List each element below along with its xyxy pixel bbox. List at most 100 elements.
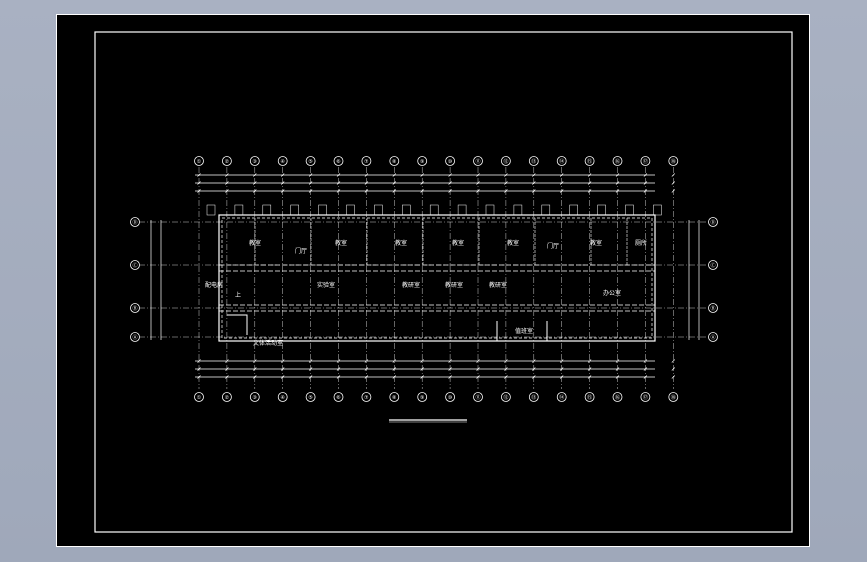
dim-tick (587, 173, 592, 177)
axis-bubble (668, 156, 679, 166)
dim-tick (225, 181, 229, 185)
axis-label: ⑮ (587, 158, 592, 165)
dim-tick (587, 375, 592, 379)
axis-bubble (389, 392, 400, 402)
dim-tick (448, 173, 452, 177)
dim-tick (420, 189, 424, 193)
room-labels: 教室 门厅 教室 教室 教室 教室 门厅 教室 厕所 配电房 上 实验室 教研室… (205, 239, 647, 347)
dim-tick (336, 173, 341, 177)
dim-tick (253, 375, 257, 379)
dim-tick (671, 189, 676, 193)
room-lab-d: 教研室 (489, 281, 507, 289)
dim-tick (615, 359, 620, 363)
room-classroom-1: 教室 (249, 239, 261, 247)
dim-tick (280, 375, 285, 379)
axis-label: ② (225, 159, 230, 165)
building-plan (150, 174, 700, 378)
room-office: 办公室 (603, 289, 621, 297)
axis-bubble (584, 156, 595, 166)
room-toilet: 厕所 (635, 239, 647, 247)
dim-tick (420, 173, 424, 177)
dim-tick (336, 367, 341, 371)
axis-label: ① (197, 395, 202, 401)
dim-tick (308, 181, 313, 185)
axis-label: Ⓒ (132, 262, 137, 269)
dim-tick (197, 367, 201, 371)
dim-tick (336, 181, 341, 185)
dim-tick (197, 359, 201, 363)
dim-tick (308, 375, 313, 379)
window-mark (206, 204, 216, 216)
dim-tick (587, 367, 592, 371)
room-duty: 值班室 (515, 327, 533, 335)
axis-label: ⑩ (448, 159, 453, 165)
dim-tick (559, 367, 564, 371)
axis-label: ⑫ (503, 158, 508, 165)
axis-bubble (221, 156, 232, 166)
room-classroom-3: 教室 (395, 239, 407, 247)
dim-tick (504, 367, 508, 371)
dim-tick (587, 181, 592, 185)
room-culture: 文体活动室 (253, 339, 283, 347)
axis-bubble (130, 303, 140, 313)
axis-bubble (130, 260, 140, 270)
axis-bubble (500, 156, 511, 166)
dim-tick (532, 367, 536, 371)
axis-label: ⑥ (336, 395, 341, 401)
axis-bubble (249, 392, 260, 402)
window-mark (457, 204, 467, 216)
dim-tick (532, 359, 536, 363)
dim-tick (197, 189, 201, 193)
dim-tick (671, 181, 676, 185)
dim-tick (476, 375, 480, 379)
axis-bubble (708, 260, 718, 270)
dim-tick (253, 181, 257, 185)
axis-bubble (473, 156, 483, 166)
dim-tick (448, 189, 452, 193)
axis-label: Ⓐ (710, 334, 715, 341)
dim-tick (225, 367, 229, 371)
dim-tick (392, 173, 397, 177)
axis-label: ⑧ (392, 159, 397, 165)
axis-label: Ⓓ (132, 219, 137, 226)
dim-tick (671, 375, 676, 379)
dim-tick (253, 173, 257, 177)
dim-tick (420, 375, 424, 379)
axis-label: Ⓑ (710, 305, 715, 312)
dim-tick (420, 181, 424, 185)
dim-tick (280, 189, 285, 193)
dim-tick (225, 359, 229, 363)
dim-tick (197, 181, 201, 185)
room-lab-c: 教研室 (445, 281, 463, 289)
axis-bubble (640, 392, 651, 402)
axis-bubble (305, 392, 316, 402)
axis-label: ④ (280, 395, 285, 401)
axis-label: ③ (253, 159, 257, 165)
dim-tick (587, 359, 592, 363)
axis-label: ④ (280, 159, 285, 165)
dim-tick (504, 359, 508, 363)
dim-tick (476, 367, 480, 371)
axis-label: ⑩ (448, 395, 453, 401)
axis-label: ⑭ (559, 158, 564, 165)
axis-bubble (417, 392, 428, 402)
dim-tick (364, 367, 369, 371)
axis-label: ⑭ (559, 394, 564, 401)
dim-tick (476, 173, 480, 177)
room-equip: 配电房 (205, 281, 223, 289)
axis-label: ② (225, 395, 230, 401)
dim-tick (615, 189, 620, 193)
window-mark (346, 204, 355, 216)
dim-tick (532, 375, 536, 379)
axis-bubble (445, 156, 456, 166)
room-stair: 上 (235, 291, 241, 299)
window-mark (429, 204, 439, 216)
dim-tick (308, 173, 313, 177)
window-mark (234, 204, 244, 216)
dim-tick (392, 189, 397, 193)
dim-tick (448, 375, 452, 379)
axis-bubble (221, 392, 232, 402)
dim-tick (643, 173, 648, 177)
